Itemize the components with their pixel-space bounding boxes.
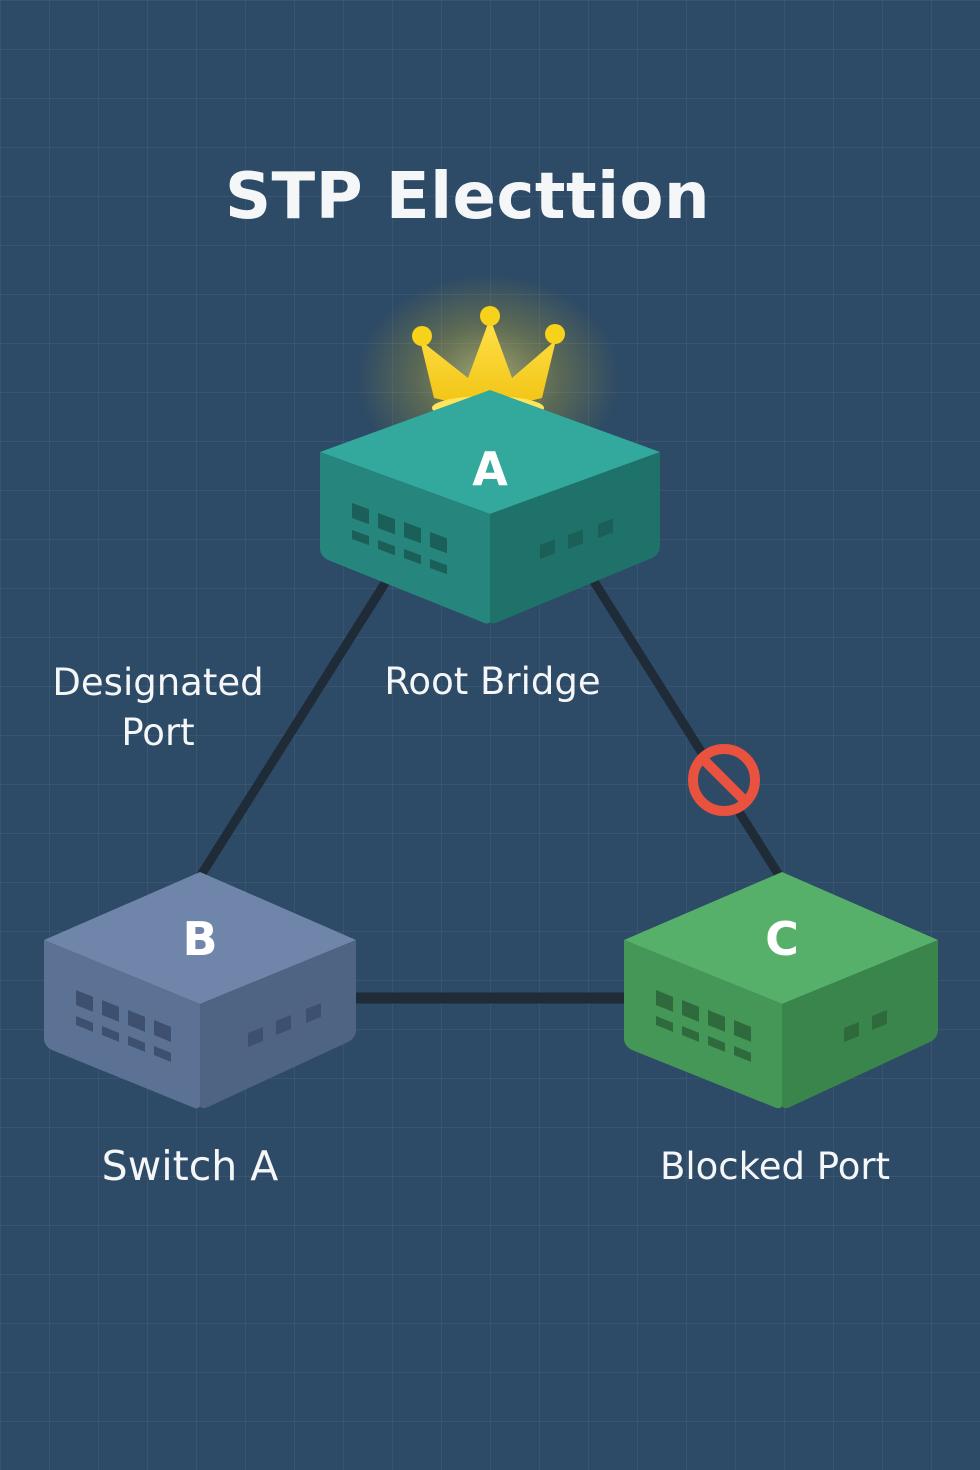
switch-b[interactable]: B — [44, 872, 356, 1109]
link-a-b — [193, 567, 397, 885]
switch-c-side — [782, 940, 938, 1109]
blocked-port-label: Blocked Port — [659, 1145, 891, 1188]
diagram-title: STP Electtion — [224, 160, 711, 234]
switch-a-front — [320, 452, 490, 624]
switch-a-ports — [352, 503, 613, 575]
designated-port-label-line2: Port — [121, 711, 195, 754]
root-bridge-label: Root Bridge — [384, 660, 601, 703]
link-a-c — [583, 567, 787, 885]
links — [193, 567, 787, 1004]
switch-c-front — [624, 940, 782, 1109]
switch-c-letter: C — [765, 912, 799, 966]
switch-c[interactable]: C — [624, 872, 938, 1109]
switch-b-ports — [76, 990, 321, 1062]
switch-b-top — [44, 872, 356, 1004]
designated-port-label-line1: Designated — [52, 661, 264, 704]
switch-b-front — [44, 940, 200, 1109]
switch-c-ports — [656, 990, 887, 1062]
switch-a-letter: A — [472, 442, 508, 496]
switch-a-root-bridge[interactable]: A — [320, 390, 660, 624]
switch-c-top — [624, 872, 938, 1004]
switch-b-letter: B — [182, 912, 217, 966]
switch-a-label: Switch A — [101, 1142, 279, 1190]
blocked-icon — [688, 744, 760, 816]
designated-port-label: Designated Port — [40, 658, 276, 758]
